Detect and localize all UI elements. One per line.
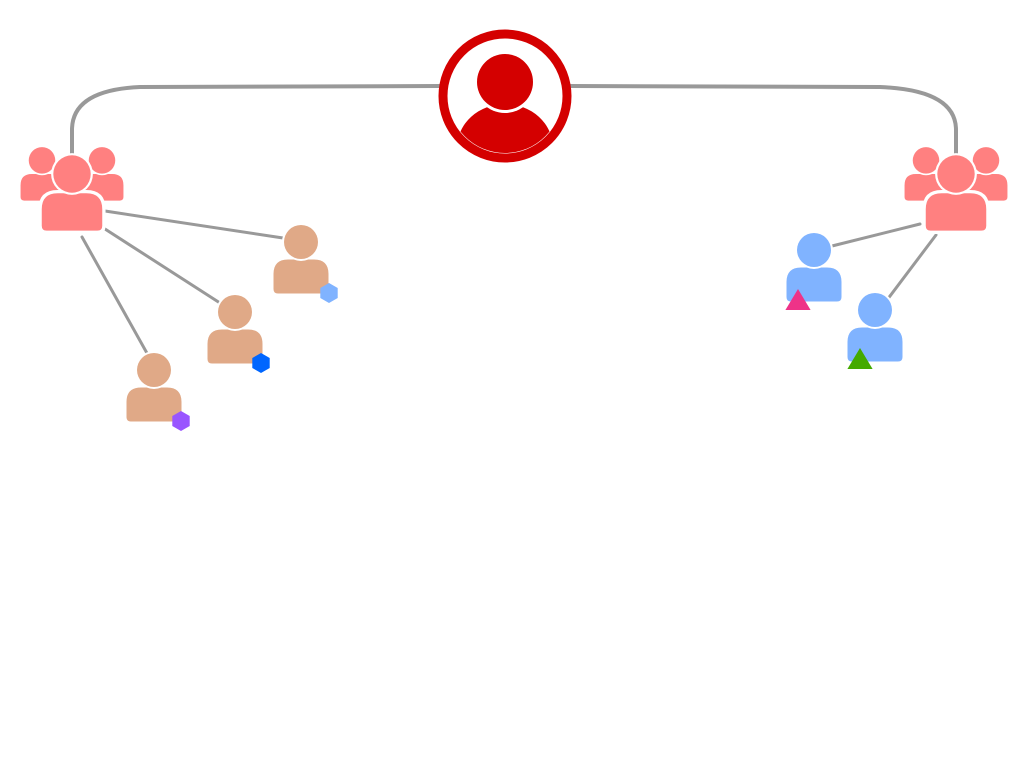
hexagon-badge-icon: [172, 411, 190, 431]
group-member-back-right: [78, 145, 126, 203]
connector-member-left-2: [103, 227, 222, 305]
group-right-user-group-icon[interactable]: [902, 145, 1010, 234]
member-left-1-user-icon[interactable]: [270, 223, 338, 303]
member-left-2-user-icon[interactable]: [204, 293, 270, 373]
connector-root-group-right: [568, 84, 958, 160]
group-member-front: [38, 153, 106, 234]
person-glyph: [123, 351, 185, 425]
connectors: [70, 84, 958, 357]
triangle-badge-icon: [785, 289, 811, 310]
person-glyph: [783, 231, 845, 305]
hexagon-badge-icon: [320, 283, 338, 303]
connector-root-group-left: [70, 84, 442, 160]
group-left-user-group-icon[interactable]: [18, 145, 126, 234]
member-right-1-user-icon[interactable]: [783, 231, 845, 310]
user-circle-icon[interactable]: [438, 29, 572, 192]
group-member-front: [922, 153, 990, 234]
member-right-2-user-icon[interactable]: [844, 291, 906, 369]
connector-member-left-1: [103, 209, 285, 240]
connector-member-right-2: [885, 233, 938, 302]
connector-member-left-3: [80, 235, 150, 357]
person-glyph: [204, 293, 266, 367]
hexagon-badge-icon: [252, 353, 270, 373]
connector-member-right-1: [830, 222, 922, 248]
person-glyph: [844, 291, 906, 365]
person-glyph: [270, 223, 332, 297]
triangle-badge-icon: [847, 348, 873, 369]
member-left-3-user-icon[interactable]: [123, 351, 190, 431]
nodes: [18, 29, 1010, 431]
